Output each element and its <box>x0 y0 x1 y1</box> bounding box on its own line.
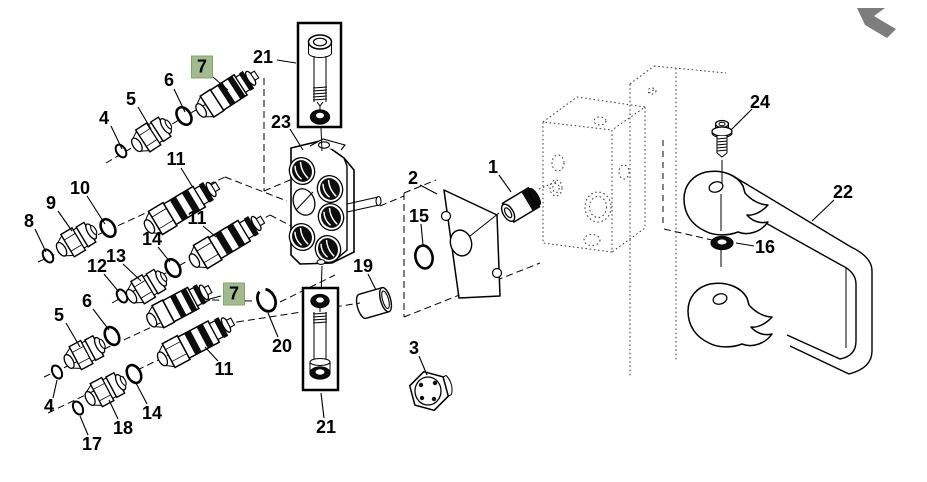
phantom-frame-post <box>629 65 727 377</box>
callout-21[interactable]: 21 <box>315 417 337 437</box>
leader-line-22 <box>811 199 835 222</box>
callout-21[interactable]: 21 <box>252 47 274 67</box>
part-22-bracket <box>683 170 873 375</box>
callout-3[interactable]: 3 <box>408 338 420 358</box>
callout-15[interactable]: 15 <box>408 206 430 226</box>
leader-line-7 <box>205 295 222 301</box>
leader-line-7 <box>212 76 229 91</box>
leader-line-11 <box>202 225 217 238</box>
leader-line-21 <box>276 59 297 64</box>
part-16-washer <box>710 235 734 251</box>
part-21-bolt-box-top <box>296 21 343 129</box>
bracket-upper-tab <box>683 170 769 236</box>
callout-8[interactable]: 8 <box>23 211 35 231</box>
part-19-bushing <box>355 286 393 320</box>
callout-4[interactable]: 4 <box>98 108 110 128</box>
leader-line-17 <box>79 415 89 436</box>
callout-2[interactable]: 2 <box>407 168 419 188</box>
part-5-fitting <box>58 330 111 376</box>
callout-11[interactable]: 11 <box>214 359 234 379</box>
callout-9[interactable]: 9 <box>45 193 57 213</box>
leader-line-4 <box>52 379 58 399</box>
leader-line-19 <box>367 273 377 291</box>
leader-line-14 <box>135 382 148 405</box>
callout-5[interactable]: 5 <box>53 305 65 325</box>
fitting-chains <box>39 63 278 418</box>
callout-6[interactable]: 6 <box>163 70 175 90</box>
leader-line-15 <box>420 223 424 246</box>
leader-line-21 <box>320 392 325 419</box>
leader-line-10 <box>86 195 106 225</box>
leader-line-14 <box>157 246 171 263</box>
leader-line-20 <box>267 312 279 338</box>
part-20-snap-ring <box>256 287 278 313</box>
callout-17[interactable]: 17 <box>81 434 103 454</box>
part-21-bolt-box-bottom <box>301 286 340 392</box>
leader-line-9 <box>57 210 73 232</box>
part-8-o-ring <box>39 246 57 266</box>
part-10-o-ring <box>96 215 120 241</box>
leader-line-6 <box>92 308 110 331</box>
part-24-flange-bolt <box>711 119 733 267</box>
nav-arrow-icon[interactable] <box>857 8 896 38</box>
leader-line-23 <box>289 128 304 151</box>
part-17-o-ring <box>69 398 87 418</box>
callout-14[interactable]: 14 <box>141 403 163 423</box>
callout-20[interactable]: 20 <box>271 336 293 356</box>
leader-line-16 <box>735 242 755 247</box>
callout-11[interactable]: 11 <box>187 208 207 228</box>
callout-18[interactable]: 18 <box>112 418 134 438</box>
leader-line-13 <box>122 263 142 282</box>
callout-14[interactable]: 14 <box>141 229 163 249</box>
leader-line-24 <box>730 108 753 131</box>
callout-22[interactable]: 22 <box>832 182 854 202</box>
part-3-hex-plug <box>408 370 453 412</box>
callout-12[interactable]: 12 <box>86 256 108 276</box>
leader-line-11 <box>204 346 219 362</box>
leader-line-6 <box>173 88 186 113</box>
leader-line-8 <box>34 228 47 253</box>
part-15-o-ring <box>414 244 434 270</box>
assembly-centerlines <box>37 73 713 414</box>
leader-line-4 <box>110 125 123 150</box>
leader-line-12 <box>103 273 120 293</box>
callout-leader-lines <box>34 59 835 436</box>
leader-line-18 <box>108 399 119 420</box>
part-2-mounting-plate <box>440 189 503 299</box>
callout-7[interactable]: 7 <box>190 55 214 79</box>
part-14-o-ring <box>122 361 146 387</box>
part-4-o-ring <box>48 362 66 382</box>
leader-line-5 <box>65 322 81 348</box>
part-23-valve-block <box>284 127 382 298</box>
callout-5[interactable]: 5 <box>125 89 137 109</box>
leader-line-3 <box>418 355 428 376</box>
phantom-valve-body <box>542 96 647 253</box>
leader-line-11 <box>180 167 193 187</box>
callout-4[interactable]: 4 <box>43 396 55 416</box>
leader-line-5 <box>137 106 152 130</box>
callout-10[interactable]: 10 <box>69 178 91 198</box>
callout-11[interactable]: 11 <box>166 149 186 169</box>
bracket-lower-tab <box>687 282 773 348</box>
leader-line-2 <box>419 184 438 195</box>
leader-line-1 <box>498 174 512 193</box>
callout-19[interactable]: 19 <box>352 256 374 276</box>
callout-24[interactable]: 24 <box>749 92 771 112</box>
part-6-o-ring <box>172 103 196 129</box>
callout-23[interactable]: 23 <box>270 112 292 132</box>
callout-16[interactable]: 16 <box>754 237 776 257</box>
callout-7[interactable]: 7 <box>222 282 246 306</box>
callout-6[interactable]: 6 <box>81 291 93 311</box>
part-18-fitting <box>79 367 132 413</box>
part-1-cartridge <box>500 186 541 224</box>
callout-1[interactable]: 1 <box>487 157 499 177</box>
callout-13[interactable]: 13 <box>105 246 127 266</box>
